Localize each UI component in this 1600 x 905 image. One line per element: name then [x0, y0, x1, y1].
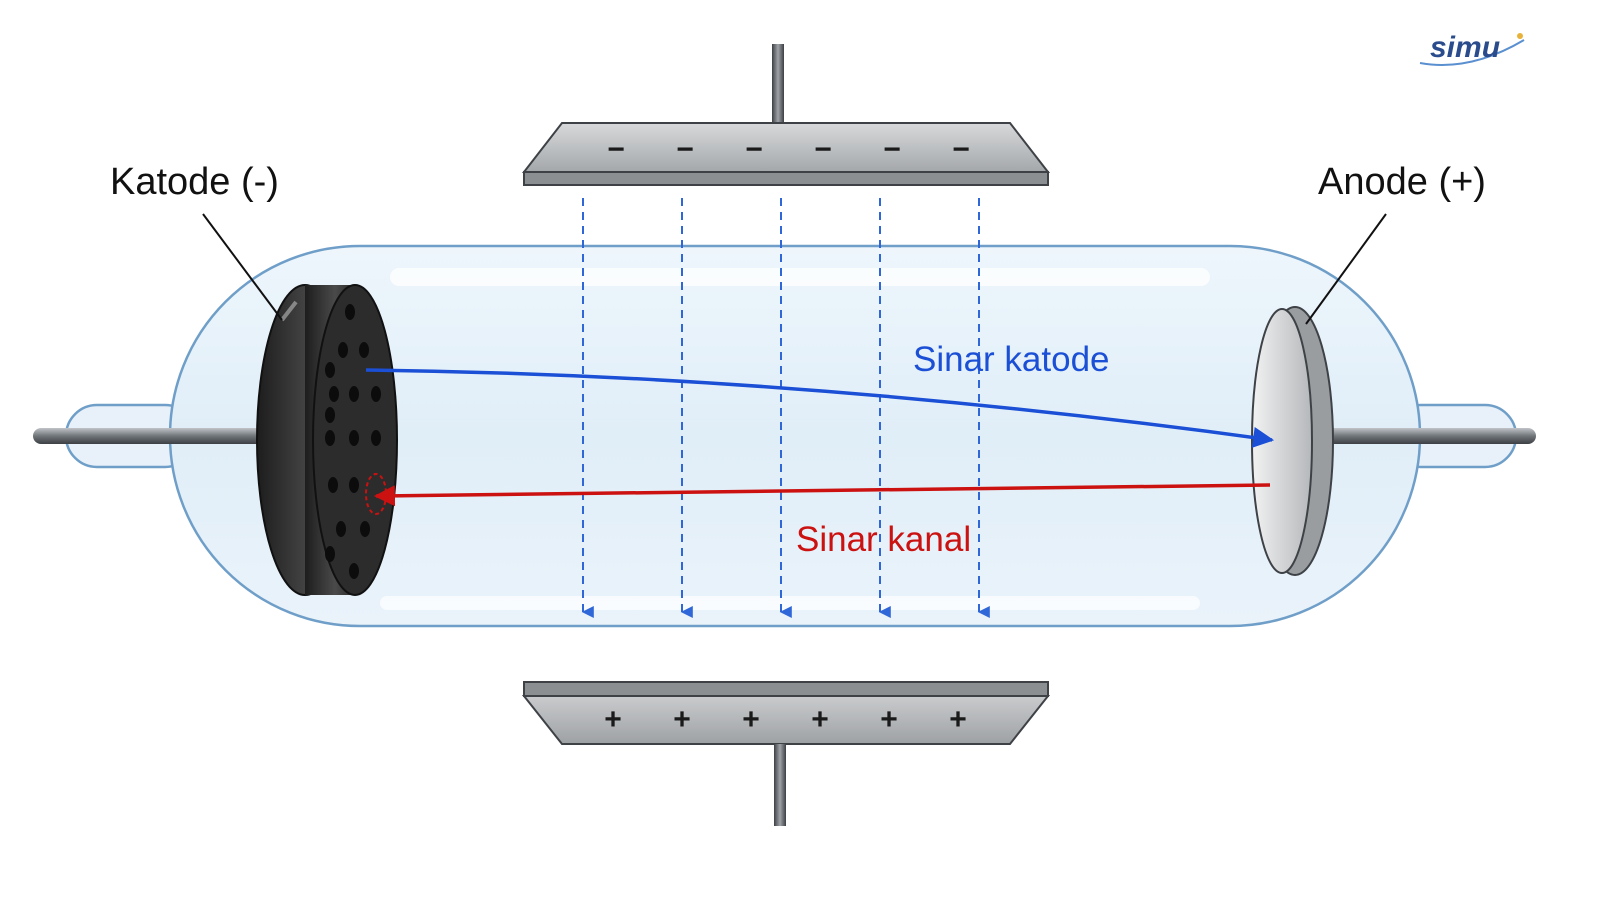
cathode-hole: [359, 342, 369, 358]
anode-label: Anode (+): [1318, 161, 1486, 203]
cathode-hole: [349, 477, 359, 493]
cathode-hole: [371, 430, 381, 446]
canal-ray-arrow: [373, 483, 1271, 507]
top-plate-stem: [772, 44, 784, 124]
cathode-hole: [325, 430, 335, 446]
positive-sign: +: [673, 703, 691, 736]
positive-sign: +: [604, 703, 622, 736]
canal-ray-label: Sinar kanal: [796, 520, 971, 559]
glass-tube: [64, 244, 1518, 628]
cathode-label: Katode (-): [110, 161, 279, 203]
positive-sign: +: [880, 703, 898, 736]
negative-deflection-plate: [521, 122, 1051, 186]
svg-text:simu: simu: [1430, 31, 1500, 64]
negative-sign: −: [883, 133, 901, 166]
positive-sign: +: [949, 703, 967, 736]
cathode-hole: [325, 407, 335, 423]
negative-sign: −: [952, 133, 970, 166]
cathode-hole: [371, 386, 381, 402]
cathode-hole: [345, 304, 355, 320]
cathode-hole: [349, 386, 359, 402]
cathode-hole: [329, 386, 339, 402]
cathode-holes: [325, 304, 381, 579]
cathode-hole: [349, 563, 359, 579]
cathode-hole: [360, 521, 370, 537]
anode-disc: [1251, 306, 1334, 576]
negative-sign: −: [676, 133, 694, 166]
anode-leader-line: [1305, 213, 1387, 325]
cathode-hole: [349, 430, 359, 446]
cathode-hole: [328, 477, 338, 493]
cathode-hole: [325, 362, 335, 378]
cathode-hole: [336, 521, 346, 537]
cathode-rod: [33, 428, 273, 444]
positive-sign: +: [811, 703, 829, 736]
bottom-plate-stem: [774, 744, 786, 826]
negative-sign: −: [745, 133, 763, 166]
simu-logo: simu: [1419, 31, 1525, 66]
negative-plate-signs: −−−−−−: [607, 133, 970, 166]
positive-plate-signs: + + + + + +: [604, 703, 967, 736]
positive-deflection-plate: [521, 681, 1051, 745]
cathode-leader-line: [202, 213, 283, 321]
cathode-hole: [338, 342, 348, 358]
positive-sign: +: [742, 703, 760, 736]
anode-rod: [1322, 428, 1536, 444]
cathode-ray-arrow: [365, 368, 1275, 448]
negative-sign: −: [814, 133, 832, 166]
negative-sign: −: [607, 133, 625, 166]
cathode-hole: [325, 546, 335, 562]
cathode-ray-label: Sinar katode: [913, 340, 1110, 379]
